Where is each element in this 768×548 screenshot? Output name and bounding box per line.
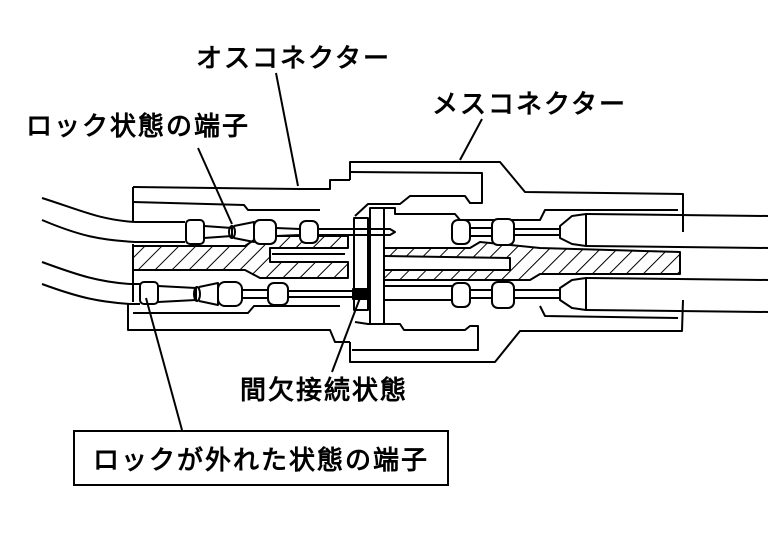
terminal-upper-female bbox=[451, 213, 768, 249]
mating-interface bbox=[352, 207, 385, 325]
unlocked-terminal-label: ロックが外れた状態の端子 bbox=[92, 445, 429, 476]
female-connector-label: メスコネクター bbox=[432, 90, 627, 120]
intermittent-contact-mark bbox=[352, 288, 369, 300]
leader-female-connector bbox=[459, 118, 483, 161]
leader-unlocked-terminal bbox=[145, 297, 183, 431]
unlocked-terminal-callout: ロックが外れた状態の端子 bbox=[73, 430, 449, 486]
male-connector-housing bbox=[127, 179, 350, 343]
terminal-lower-male bbox=[130, 281, 352, 307]
leader-intermittent bbox=[331, 297, 361, 373]
leader-locked-terminal bbox=[197, 147, 233, 225]
left-wires bbox=[41, 197, 136, 305]
locked-terminal-label: ロック状態の端子 bbox=[26, 112, 251, 142]
intermittent-connection-label: 間欠接続状態 bbox=[240, 376, 409, 406]
terminal-lower-female bbox=[384, 277, 768, 313]
terminal-upper-male bbox=[135, 219, 396, 245]
leader-lines bbox=[145, 72, 483, 431]
leader-male-connector bbox=[275, 72, 299, 187]
male-connector-label: オスコネクター bbox=[196, 44, 391, 74]
female-insulator bbox=[383, 241, 681, 281]
